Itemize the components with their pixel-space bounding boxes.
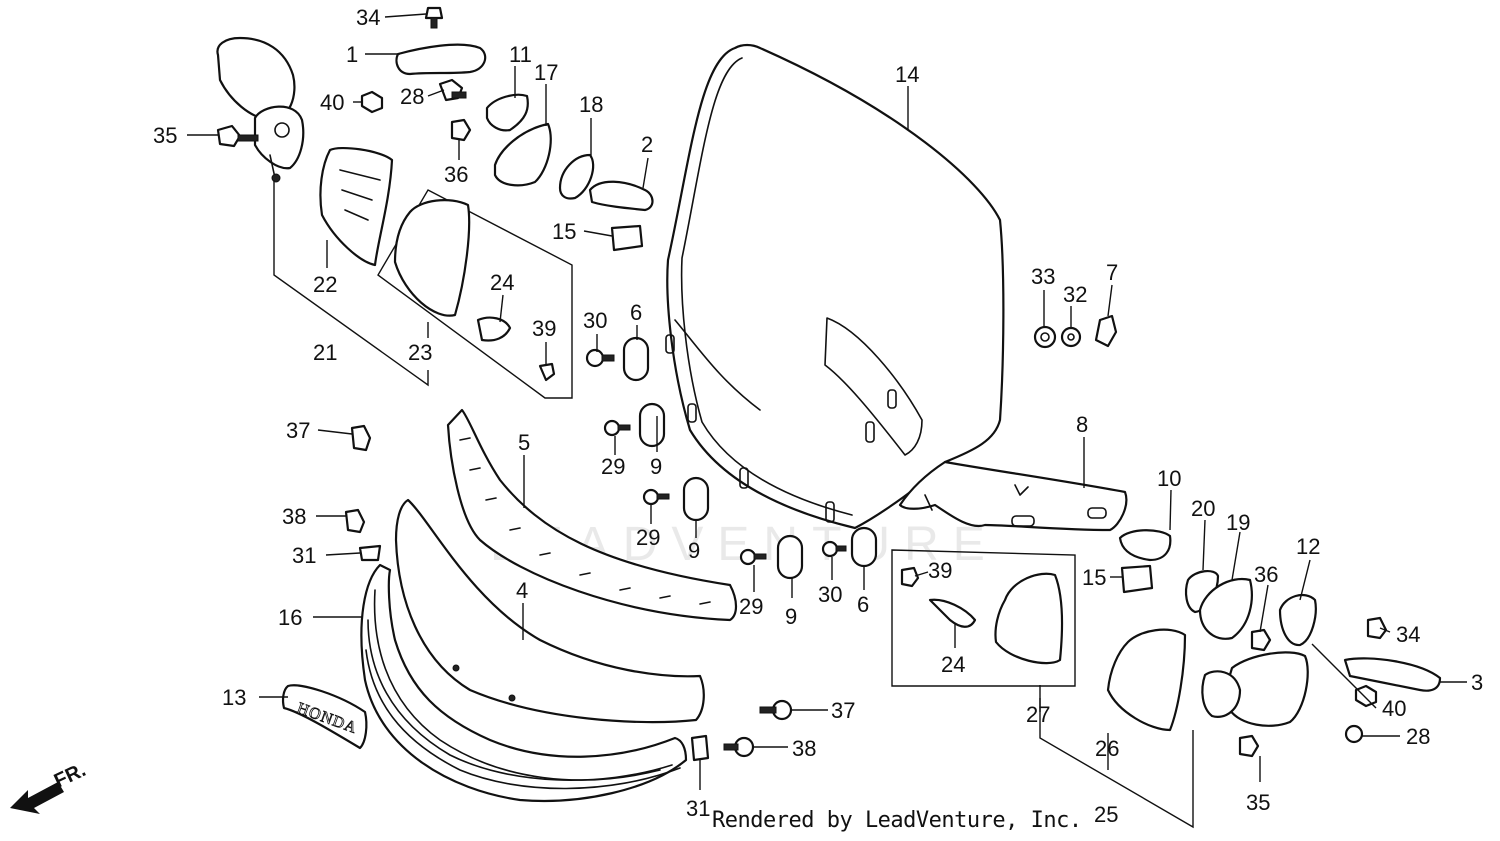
windscreen-bracket-strip <box>898 460 1128 532</box>
callout-24: 24 <box>941 652 965 677</box>
callout-8: 8 <box>1076 412 1088 437</box>
mirror-left <box>216 36 305 183</box>
right-duct-group <box>891 549 1076 687</box>
callout-1: 1 <box>346 42 358 67</box>
callout-5: 5 <box>518 430 530 455</box>
callout-9: 9 <box>785 604 797 629</box>
mounting-brackets <box>395 43 1442 692</box>
callout-16: 16 <box>278 605 302 630</box>
callout-28: 28 <box>1406 724 1430 749</box>
callout-28: 28 <box>400 84 424 109</box>
callout-39: 39 <box>532 316 556 341</box>
lower-cowl <box>394 498 705 724</box>
callout-20: 20 <box>1191 496 1215 521</box>
callout-33: 33 <box>1031 264 1055 289</box>
callout-35: 35 <box>153 123 177 148</box>
callout-38: 38 <box>792 736 816 761</box>
render-credit: Rendered by LeadVenture, Inc. <box>712 808 1082 833</box>
callout-30: 30 <box>583 308 607 333</box>
callout-29: 29 <box>739 594 763 619</box>
fasteners <box>216 6 1388 762</box>
callout-2: 2 <box>641 132 653 157</box>
callout-17: 17 <box>534 60 558 85</box>
callout-34: 34 <box>1396 622 1420 647</box>
callout-35: 35 <box>1246 790 1270 815</box>
callout-14: 14 <box>895 62 919 87</box>
callout-40: 40 <box>320 90 344 115</box>
callout-36: 36 <box>444 162 468 187</box>
callout-4: 4 <box>516 578 528 603</box>
callout-31: 31 <box>292 543 316 568</box>
callout-37: 37 <box>286 418 310 443</box>
callout-38: 38 <box>282 504 306 529</box>
windscreen <box>665 43 1005 530</box>
callout-13: 13 <box>222 685 246 710</box>
callout-40: 40 <box>1382 696 1406 721</box>
callout-9: 9 <box>688 538 700 563</box>
callout-23: 23 <box>408 340 432 365</box>
callout-10: 10 <box>1157 466 1181 491</box>
callout-37: 37 <box>831 698 855 723</box>
front-arrow-icon <box>10 782 64 814</box>
callout-15: 15 <box>552 219 576 244</box>
callout-labels: 34 1 40 28 35 11 17 18 2 36 15 14 22 21 … <box>153 5 1483 827</box>
callout-31: 31 <box>686 796 710 821</box>
callout-30: 30 <box>818 582 842 607</box>
callout-21: 21 <box>313 340 337 365</box>
upper-trim-strip <box>446 408 738 622</box>
callout-7: 7 <box>1106 260 1118 285</box>
inner-duct-group <box>377 189 573 399</box>
honda-emblem: HONDA <box>281 684 368 750</box>
right-duct-cover <box>1106 628 1187 732</box>
callout-34: 34 <box>356 5 380 30</box>
callout-29: 29 <box>636 525 660 550</box>
callout-24: 24 <box>490 270 514 295</box>
callout-9: 9 <box>650 454 662 479</box>
callout-6: 6 <box>630 300 642 325</box>
front-grille <box>360 563 688 803</box>
callout-11: 11 <box>509 42 532 67</box>
callout-39: 39 <box>928 558 952 583</box>
callout-26: 26 <box>1095 736 1119 761</box>
front-direction-indicator: FR. <box>10 760 89 814</box>
callout-12: 12 <box>1296 534 1320 559</box>
left-duct-cover <box>319 146 394 267</box>
callout-29: 29 <box>601 454 625 479</box>
callout-3: 3 <box>1471 670 1483 695</box>
grommets <box>622 336 878 580</box>
leader-lines <box>187 13 1467 829</box>
callout-25: 25 <box>1094 802 1118 827</box>
callout-27: 27 <box>1026 702 1050 727</box>
callout-15: 15 <box>1082 565 1106 590</box>
callout-18: 18 <box>579 92 603 117</box>
callout-36: 36 <box>1254 562 1278 587</box>
callout-22: 22 <box>313 272 337 297</box>
callout-32: 32 <box>1063 282 1087 307</box>
callout-19: 19 <box>1226 510 1250 535</box>
callout-6: 6 <box>857 592 869 617</box>
mirror-right <box>1201 651 1309 727</box>
